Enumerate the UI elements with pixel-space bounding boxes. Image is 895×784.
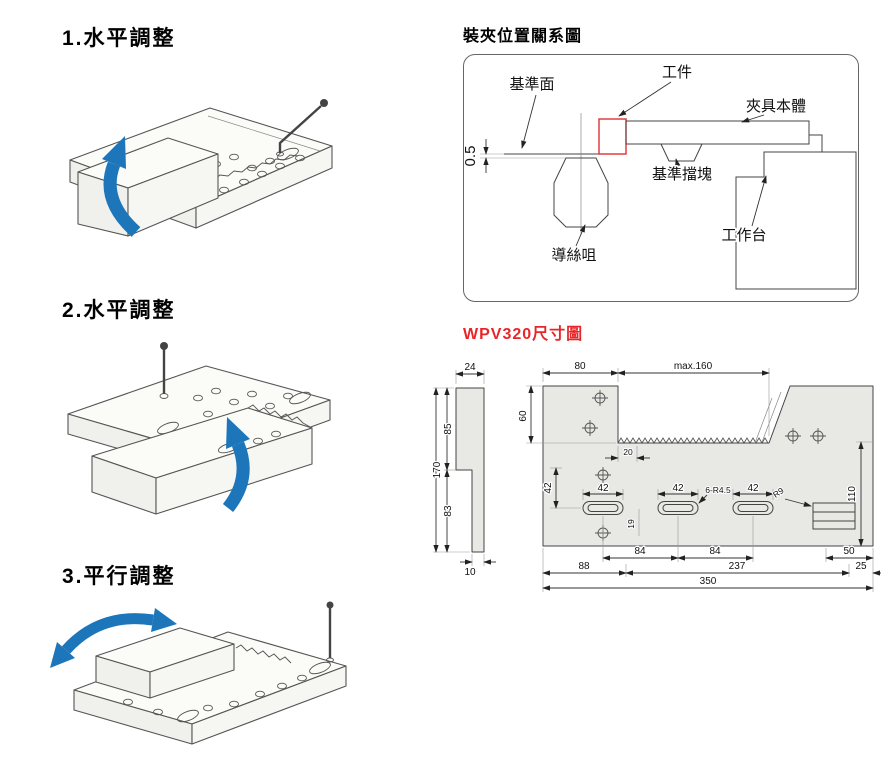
rotate-up-arrow-icon (222, 417, 250, 513)
dim-237: 237 (729, 561, 746, 572)
fixture-body-outline (625, 120, 810, 145)
serrated-clamp-face (617, 437, 769, 444)
dim-42-b: 42 (672, 483, 684, 494)
clamp-diagram: 0.5 基準面 工件 夾具本體 基準擋塊 導絲咀 工作台 (461, 63, 857, 290)
mounting-holes (123, 661, 331, 723)
datum-block-outline (660, 143, 703, 162)
dim-42-v: 42 (543, 482, 554, 494)
step1-title: 1.水平調整 (62, 27, 176, 50)
main-view: 80 max.160 60 20 42 42 42 42 (517, 360, 881, 592)
fixture-body-label: 夾具本體 (746, 98, 806, 115)
hex-key-icon (326, 601, 334, 663)
hex-key-icon (276, 99, 328, 157)
workpiece-outline (598, 118, 627, 155)
dim-80: 80 (574, 361, 586, 372)
dim-19: 19 (626, 519, 636, 529)
dim-25: 25 (855, 561, 867, 572)
dim-42-c: 42 (747, 483, 759, 494)
dim-350: 350 (700, 576, 717, 587)
dim-85: 85 (443, 423, 454, 435)
wire-guide-outline (553, 157, 609, 228)
dim-20: 20 (623, 447, 633, 457)
gap-value: 0.5 (464, 146, 479, 167)
serrated-jaw-edge (235, 644, 292, 664)
dim-110: 110 (847, 486, 858, 502)
step2-vise-illustration (67, 342, 331, 515)
datum-block-label: 基準擋塊 (652, 166, 712, 183)
step3-vise-illustration (50, 601, 347, 745)
clamp-diagram-title: 裝夾位置關系圖 (463, 28, 583, 45)
movable-jaw-block (91, 404, 313, 515)
dim-max160: max.160 (674, 361, 713, 372)
dim-84-a: 84 (634, 546, 646, 557)
side-profile (455, 387, 485, 553)
dim-42-a: 42 (597, 483, 609, 494)
note-6-R4.5: 6-R4.5 (705, 485, 731, 495)
main-profile (542, 385, 874, 547)
dim-50: 50 (843, 546, 855, 557)
step2-title: 2.水平調整 (62, 299, 176, 322)
worktable-label: 工作台 (721, 227, 766, 244)
wire-guide-label: 導絲咀 (551, 247, 596, 264)
dim-84-b: 84 (709, 546, 721, 557)
dim-83: 83 (443, 505, 454, 517)
dim-88: 88 (578, 561, 590, 572)
dim-170: 170 (432, 461, 443, 478)
dimension-drawing: 24 170 85 83 10 (431, 360, 881, 592)
dim-10: 10 (464, 567, 476, 578)
side-pocket (812, 502, 856, 530)
movable-jaw-block (95, 627, 235, 699)
t-slots (582, 501, 774, 515)
clamp-diagram-panel: 0.5 基準面 工件 夾具本體 基準擋塊 導絲咀 工作台 (461, 54, 859, 302)
dimension-drawing-title: WPV320尺寸圖 (463, 326, 584, 343)
gap-dimension: 0.5 (461, 139, 566, 173)
leader-lines (521, 81, 767, 247)
dim-24: 24 (464, 362, 476, 373)
step3-title: 3.平行調整 (62, 565, 176, 588)
rotate-up-arrow-icon (102, 136, 141, 237)
fixture-step (809, 134, 823, 152)
swing-double-arrow-icon (50, 608, 177, 668)
side-view: 24 170 85 83 10 (431, 361, 496, 579)
step1-vise-illustration (69, 99, 333, 237)
workpiece-label: 工件 (662, 64, 692, 81)
datum-face-label: 基準面 (509, 76, 554, 93)
dim-60: 60 (518, 410, 529, 422)
hex-key-icon (159, 342, 169, 399)
